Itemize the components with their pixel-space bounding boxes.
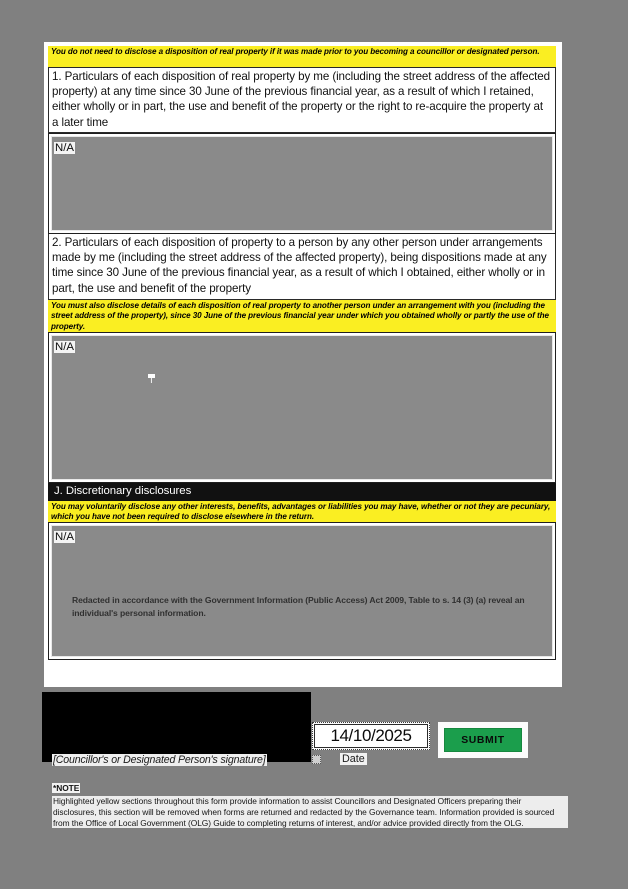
footer-note-title: *NOTE xyxy=(52,783,81,793)
signature-field-marker-icon xyxy=(312,755,321,764)
signature-caption: [Councillor's or Designated Person's sig… xyxy=(52,754,267,766)
answer-2-value: N/A xyxy=(54,341,75,353)
guidance-note-top: You do not need to disclose a dispositio… xyxy=(48,46,556,67)
answer-1-box[interactable]: N/A xyxy=(48,133,556,234)
date-input[interactable]: 14/10/2025 xyxy=(314,724,428,748)
answer-1-field[interactable]: N/A xyxy=(51,136,553,231)
question-2-text: 2. Particulars of each disposition of pr… xyxy=(48,234,556,300)
guidance-note-question-2: You must also disclose details of each d… xyxy=(48,300,556,332)
guidance-note-section-j: You may voluntarily disclose any other i… xyxy=(48,501,556,522)
signature-redaction-block xyxy=(42,692,311,762)
date-field-wrapper[interactable]: 14/10/2025 xyxy=(312,722,430,750)
submit-button[interactable]: SUBMIT xyxy=(444,728,522,752)
answer-j-box[interactable]: N/A Redacted in accordance with the Gove… xyxy=(48,522,556,660)
answer-2-field[interactable]: N/A xyxy=(51,335,553,480)
answer-j-value: N/A xyxy=(54,531,75,543)
footer-note: *NOTE Highlighted yellow sections throug… xyxy=(52,778,568,829)
section-j-header: J. Discretionary disclosures xyxy=(48,483,556,501)
redaction-stamp-text: Redacted in accordance with the Governme… xyxy=(72,595,525,618)
mouse-cursor-icon xyxy=(148,374,155,383)
submit-button-wrapper: SUBMIT xyxy=(438,722,528,758)
answer-2-box[interactable]: N/A xyxy=(48,332,556,483)
question-1-text: 1. Particulars of each disposition of re… xyxy=(48,67,556,133)
footer-note-body: Highlighted yellow sections throughout t… xyxy=(52,796,568,829)
page-content: You do not need to disclose a dispositio… xyxy=(48,46,556,683)
scanned-page: You do not need to disclose a dispositio… xyxy=(44,42,562,687)
answer-j-field[interactable]: N/A Redacted in accordance with the Gove… xyxy=(51,525,553,657)
answer-1-value: N/A xyxy=(54,142,75,154)
date-label: Date xyxy=(340,753,367,765)
